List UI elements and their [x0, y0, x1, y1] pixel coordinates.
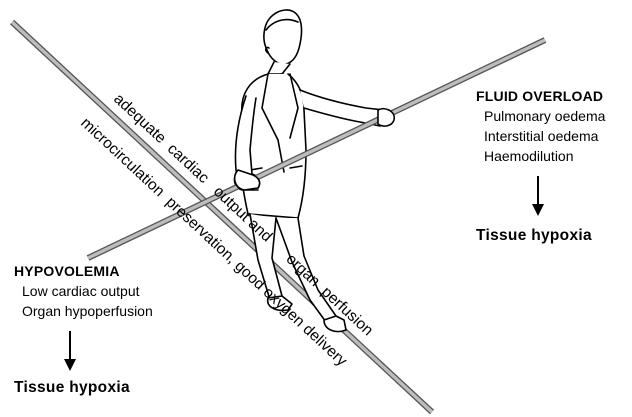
hypovolemia-item: Organ hypoperfusion	[22, 301, 214, 321]
fluid-overload-item: Interstitial oedema	[484, 126, 626, 146]
down-arrow-icon	[528, 174, 548, 218]
fluid-overload-item: Pulmonary oedema	[484, 106, 626, 126]
hypovolemia-item: Low cardiac output	[22, 281, 214, 301]
fluid-overload-outcome: Tissue hypoxia	[476, 227, 626, 245]
hypovolemia-title: HYPOVOLEMIA	[14, 263, 214, 279]
hypovolemia-outcome: Tissue hypoxia	[14, 379, 214, 397]
hypovolemia-panel: HYPOVOLEMIA Low cardiac output Organ hyp…	[14, 263, 214, 397]
fluid-overload-item: Haemodilution	[484, 146, 626, 166]
down-arrow-icon	[60, 329, 80, 373]
fluid-overload-panel: FLUID OVERLOAD Pulmonary oedema Intersti…	[476, 88, 626, 245]
fluid-overload-title: FLUID OVERLOAD	[476, 88, 626, 104]
